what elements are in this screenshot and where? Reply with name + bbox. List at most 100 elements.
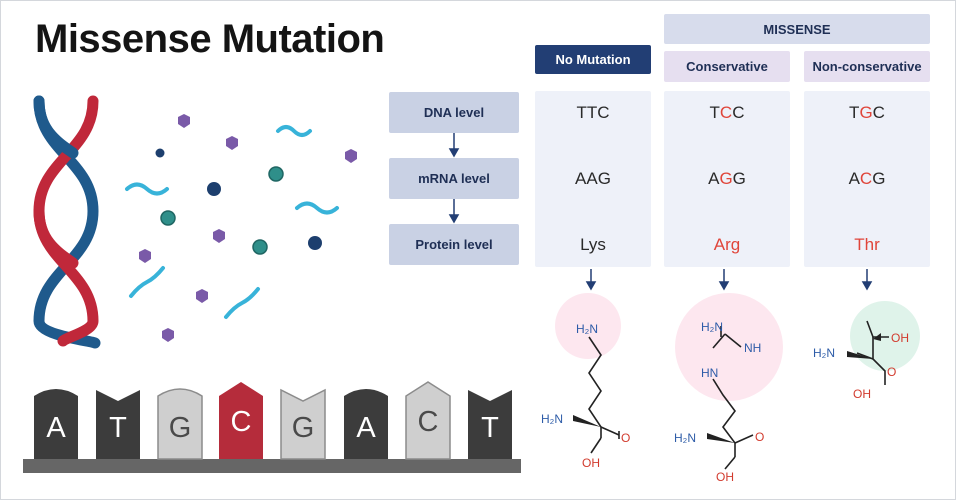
- structure-arrows: [585, 269, 873, 291]
- codon-base: A: [848, 169, 860, 188]
- base-letter: G: [291, 412, 315, 444]
- nucleotide-block-c-icon: [405, 381, 451, 460]
- arg-sidechain-highlight: [675, 293, 783, 401]
- lysine-structure: [573, 336, 620, 454]
- codon-base-mutated: G: [719, 169, 733, 188]
- codon-base: T: [709, 103, 720, 122]
- amino-acid-cell: Arg: [664, 235, 790, 255]
- nucleotide-block-g-icon: [280, 388, 326, 460]
- base-letter: A: [356, 412, 376, 444]
- amino-acid-text: Arg: [713, 235, 741, 254]
- arg-hn-label: HN: [701, 366, 718, 380]
- amino-acid-text: Lys: [580, 235, 606, 254]
- nucleotide-dot-icon: [268, 166, 284, 182]
- codon-dna-cell: TGC: [804, 103, 930, 123]
- arrow-down-icon: [448, 214, 460, 224]
- threonine-structure: [847, 320, 889, 385]
- nucleotide-dot-icon: [155, 148, 165, 158]
- codon-base-mutated: C: [859, 169, 873, 188]
- nucleotide-block-t-icon: [96, 390, 140, 459]
- arrow-down-icon: [448, 148, 460, 158]
- thr-sidechain-highlight: [850, 301, 920, 371]
- arg-imine-label: NH: [744, 341, 761, 355]
- nucleotide-block-a-icon: [344, 389, 388, 459]
- codon-base: C: [872, 103, 885, 122]
- amino-acid-text: Thr: [854, 235, 880, 254]
- lys-hydroxyl-label: OH: [582, 456, 600, 470]
- amino-acid-hexagon-icon: [226, 136, 238, 150]
- codon-dna-text: TTC: [576, 103, 610, 122]
- codon-mrna-cell: AGG: [664, 169, 790, 189]
- strand-backbone: [23, 459, 521, 473]
- nucleotide-block-t-icon: [468, 390, 512, 459]
- amino-acid-hexagon-icon: [345, 149, 357, 163]
- thr-amine-label: H₂N: [813, 346, 835, 360]
- level-dna: DNA level: [389, 92, 519, 133]
- column-conservative: TCC AGG Arg: [664, 91, 790, 267]
- base-letter: A: [46, 412, 66, 444]
- arginine-structure: [707, 326, 754, 470]
- mrna-fragment-icon: [125, 182, 169, 196]
- nucleotide-dot-icon: [308, 236, 322, 250]
- nucleotide-block-a-icon: [34, 389, 78, 459]
- column-no-mutation: TTC AAG Lys: [535, 91, 651, 267]
- lys-side-amine-label: H₂N: [576, 322, 598, 336]
- header-conservative: Conservative: [664, 51, 790, 82]
- thr-carbonyl-label: O: [887, 365, 896, 379]
- nucleotide-block-g-icon: [157, 388, 203, 460]
- nucleotide-strand: [23, 381, 521, 473]
- codon-base: T: [849, 103, 860, 122]
- arg-amine-label: H₂N: [674, 431, 696, 445]
- mrna-fragment-icon: [224, 287, 260, 319]
- structure-labels: H₂N H₂N O OH H₂N NH HN H₂N O OH OH H₂N O…: [541, 320, 909, 484]
- nucleotide-block-c-mutated-icon: [219, 382, 263, 459]
- amino-acid-hexagon-icon: [139, 249, 151, 263]
- base-letter: T: [481, 412, 499, 444]
- lys-amine-label: H₂N: [541, 412, 563, 426]
- nucleotide-dot-icon: [252, 239, 268, 255]
- thr-side-oh-label: OH: [891, 331, 909, 345]
- page-title: Missense Mutation: [35, 17, 385, 61]
- mrna-fragment-icon: [129, 266, 165, 298]
- codon-dna-cell: TTC: [535, 103, 651, 123]
- header-missense: MISSENSE: [664, 14, 930, 44]
- base-letter: T: [109, 412, 127, 444]
- level-mrna: mRNA level: [389, 158, 519, 199]
- codon-base: G: [872, 169, 886, 188]
- amino-acid-cell: Thr: [804, 235, 930, 255]
- codon-mrna-text: AAG: [575, 169, 611, 188]
- level-protein: Protein level: [389, 224, 519, 265]
- codon-base: C: [732, 103, 745, 122]
- arg-hydroxyl-label: OH: [716, 470, 734, 484]
- arg-carbonyl-label: O: [755, 430, 764, 444]
- amino-acid-hexagon-icon: [162, 328, 174, 342]
- codon-base: G: [732, 169, 746, 188]
- base-letter-mutated: C: [230, 406, 252, 438]
- header-no-mutation: No Mutation: [535, 45, 651, 74]
- mrna-fragment-icon: [295, 201, 339, 215]
- floating-molecules: [125, 114, 357, 342]
- codon-base-mutated: C: [719, 103, 733, 122]
- thr-hydroxyl-label: OH: [853, 387, 871, 401]
- arrow-down-icon: [585, 281, 597, 291]
- column-non-conservative: TGC ACG Thr: [804, 91, 930, 267]
- base-letter: C: [417, 406, 439, 438]
- lys-carbonyl-label: O: [621, 431, 630, 445]
- amino-acid-hexagon-icon: [178, 114, 190, 128]
- nucleotide-dot-icon: [160, 210, 176, 226]
- codon-base-mutated: G: [859, 103, 873, 122]
- header-non-conservative: Non-conservative: [804, 51, 930, 82]
- codon-dna-cell: TCC: [664, 103, 790, 123]
- nucleotide-dot-icon: [207, 182, 221, 196]
- codon-base: A: [708, 169, 720, 188]
- level-connectors: [448, 133, 460, 224]
- arg-guan-amine-label: H₂N: [701, 320, 723, 334]
- arrow-down-icon: [718, 281, 730, 291]
- dna-double-helix-icon: [33, 95, 101, 349]
- codon-mrna-cell: ACG: [804, 169, 930, 189]
- amino-acid-hexagon-icon: [196, 289, 208, 303]
- codon-mrna-cell: AAG: [535, 169, 651, 189]
- arrow-down-icon: [861, 281, 873, 291]
